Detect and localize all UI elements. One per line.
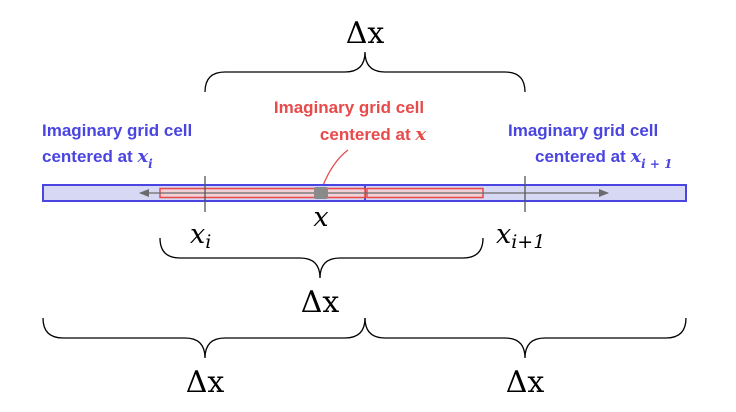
left-cell-annotation-line2: centered at xi (42, 146, 153, 171)
x-center-label: x (313, 202, 328, 233)
bottom-left-delta-label: Δx (186, 365, 225, 400)
bottom-right-brace (364, 317, 687, 359)
x-ip1-sub: i+1 (511, 231, 545, 253)
x-i-label: xi (190, 219, 211, 253)
middle-delta-label: Δx (301, 285, 340, 320)
left-cell-annotation-sub: i (148, 157, 153, 171)
left-cell-annotation-prefix: centered at (42, 147, 137, 166)
x-ip1-base: x (496, 219, 511, 250)
left-cell-annotation-line1: Imaginary grid cell (42, 121, 192, 140)
center-point-marker (314, 187, 328, 199)
x-i-base: x (190, 219, 205, 250)
x-i-sub: i (205, 231, 211, 253)
top-delta-label: Δx (346, 16, 385, 51)
right-cell-annotation-sub: i + 1 (641, 157, 672, 171)
left-cell-annotation-var: x (136, 146, 148, 167)
center-cell-annotation-line1: Imaginary grid cell (274, 98, 424, 117)
center-cell-annotation-line2: centered at x (320, 124, 426, 145)
right-cell-annotation-line1: Imaginary grid cell (508, 121, 658, 140)
bottom-left-brace (42, 317, 366, 359)
middle-brace (159, 237, 484, 279)
top-brace (204, 51, 526, 93)
center-cell-annotation-prefix: centered at (320, 125, 415, 144)
bottom-right-delta-label: Δx (506, 365, 545, 400)
x-ip1-label: xi+1 (496, 219, 545, 253)
center-cell-annotation-var: x (414, 124, 426, 145)
right-cell-annotation-var: x (629, 146, 641, 167)
right-cell-annotation-prefix: centered at (535, 147, 630, 166)
right-cell-annotation-line2: centered at xi + 1 (535, 146, 673, 171)
center-callout-leader (321, 149, 349, 189)
